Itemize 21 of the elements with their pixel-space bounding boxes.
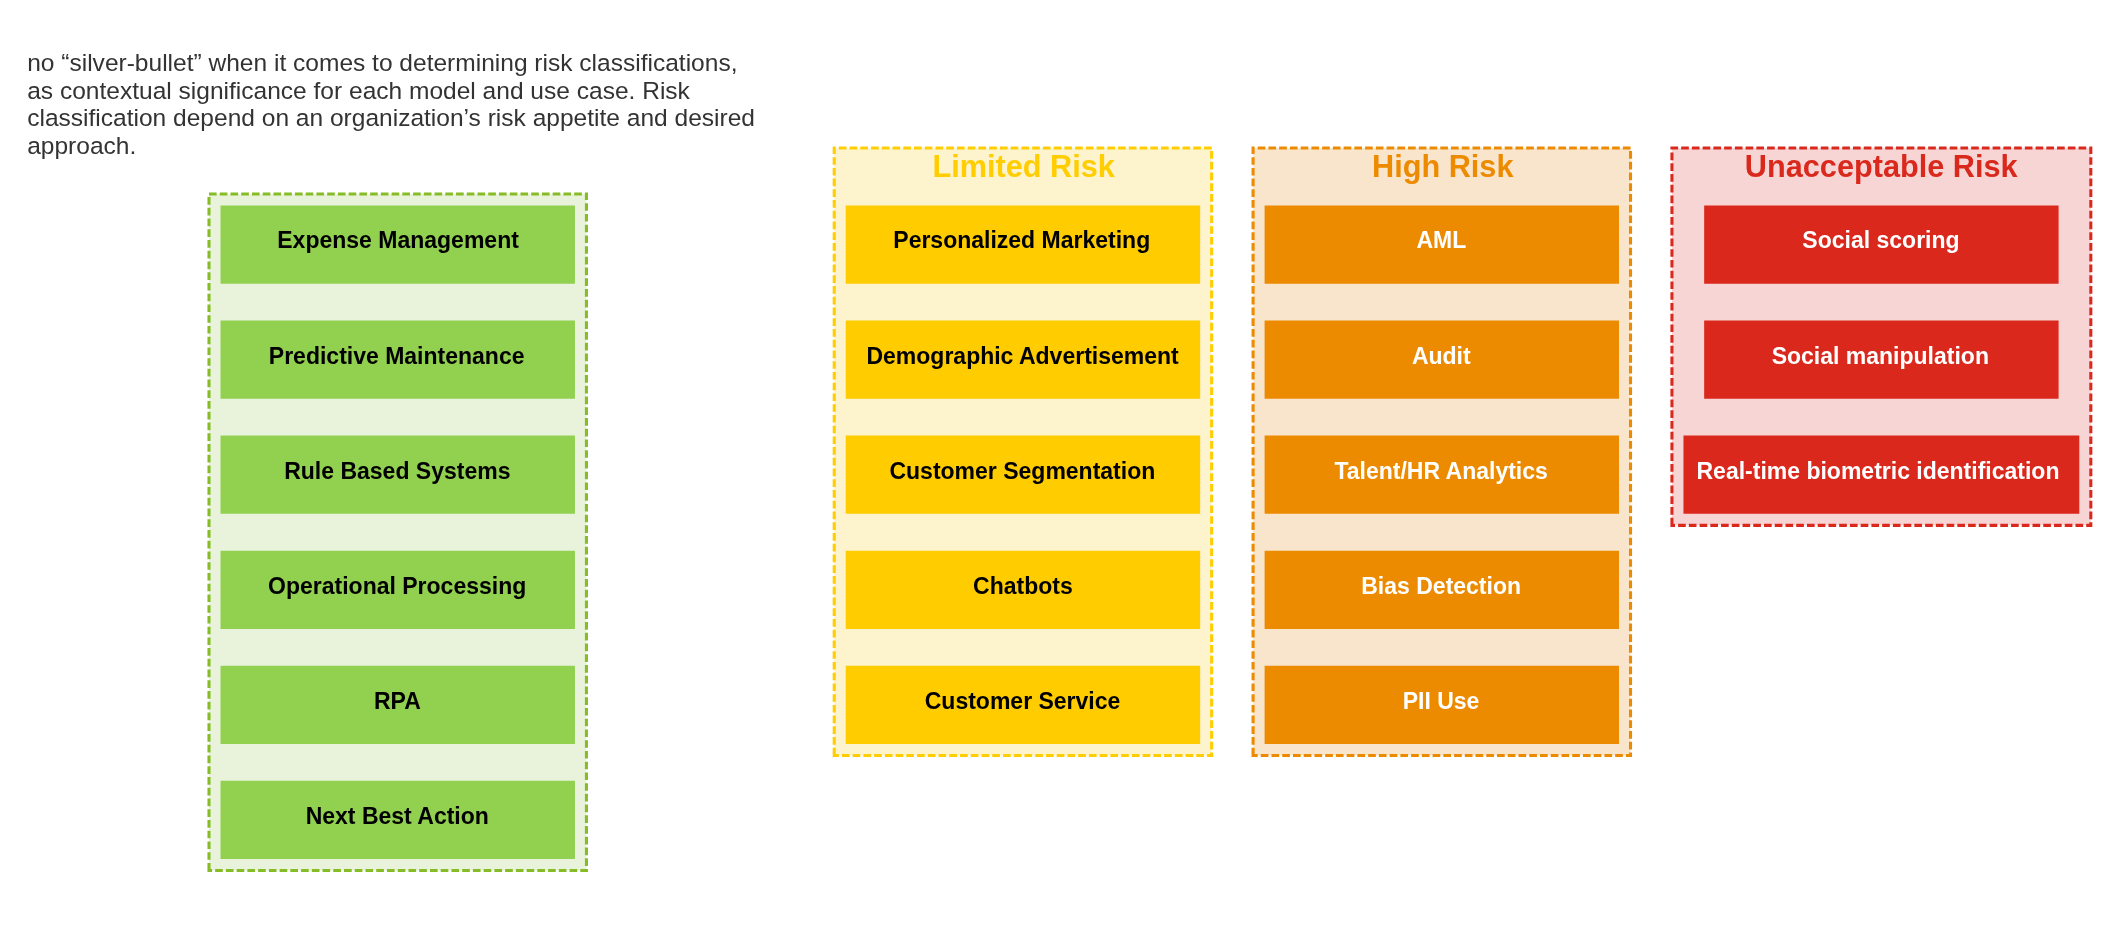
- node-box: Real-time biometric identification: [1683, 435, 2080, 514]
- node-box: Social manipulation: [1704, 320, 2059, 399]
- node-box: Customer Segmentation: [845, 435, 1201, 514]
- node-box: Personalized Marketing: [845, 205, 1201, 284]
- node-box: Talent/HR Analytics: [1264, 435, 1619, 514]
- node-box: PII Use: [1264, 665, 1619, 744]
- node-box: Rule Based Systems: [220, 435, 575, 514]
- node-box: Audit: [1264, 320, 1619, 399]
- cluster: [207, 192, 588, 873]
- node-box: Chatbots: [845, 550, 1201, 629]
- node-box: Operational Processing: [220, 550, 575, 629]
- label: no “silver-bullet” when it comes to determining risk classifications, as contextual significance for each model and use case. Risk classification depend on an organization’s risk appetite and desired approach.: [27, 48, 755, 159]
- node-box: Predictive Maintenance: [220, 320, 575, 399]
- node-box: Social scoring: [1704, 205, 2059, 284]
- node-box: Bias Detection: [1264, 550, 1619, 629]
- node-box: Expense Management: [220, 205, 575, 284]
- node-box: Customer Service: [845, 665, 1201, 744]
- node-box: Next Best Action: [220, 780, 575, 860]
- node-box: Demographic Advertisement: [845, 320, 1201, 399]
- node-box: AML: [1264, 205, 1619, 284]
- node-box: RPA: [220, 665, 575, 744]
